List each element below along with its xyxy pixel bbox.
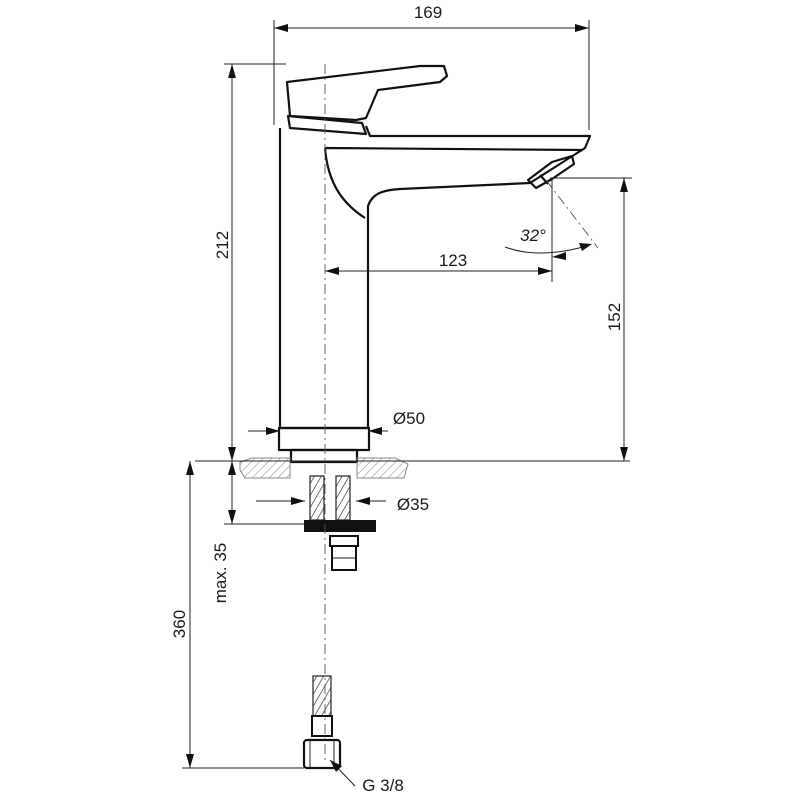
aerator-detail [539, 174, 549, 185]
arrow-169-right [575, 24, 589, 32]
mounting-assembly [302, 475, 376, 770]
label-123: 123 [439, 251, 467, 270]
arrow-max35-top [228, 461, 236, 475]
hose-fitting-top [311, 715, 333, 737]
arrow-360-bottom [186, 754, 194, 768]
arrow-35-right [356, 497, 370, 505]
base-flange [277, 426, 371, 452]
mounting-plate [304, 520, 376, 532]
arrow-169-left [274, 24, 288, 32]
label-diameter-50: Ø50 [393, 409, 425, 428]
arrow-50-left [266, 427, 280, 435]
label-152: 152 [605, 303, 624, 331]
arrow-50-right [368, 427, 382, 435]
base-ring [289, 448, 359, 464]
label-diameter-35: Ø35 [397, 495, 429, 514]
lever-collar [286, 114, 368, 136]
dimension-lines [182, 20, 632, 787]
arrow-angle-a [552, 252, 566, 260]
arrow-152-bottom [620, 447, 628, 461]
label-max-35: max. 35 [211, 543, 230, 603]
threaded-rod-left [309, 475, 325, 521]
dimension-labels: 169 212 123 152 32° Ø50 Ø35 max. 35 360 … [170, 3, 624, 795]
angle-arc [504, 244, 591, 254]
threaded-rod-right [335, 475, 351, 521]
hose-fitting-nut [302, 738, 342, 770]
lever-handle [285, 64, 449, 122]
faucet-outline [277, 64, 592, 464]
label-angle: 32° [520, 226, 546, 245]
arrow-212-bottom [228, 447, 236, 461]
label-169: 169 [414, 3, 442, 22]
arrow-212-top [228, 64, 236, 78]
arrow-max35-bottom [228, 510, 236, 524]
deck-right [356, 457, 409, 479]
spout-inner-curve [323, 146, 584, 219]
arrow-360-top [186, 461, 194, 475]
label-g38: G 3/8 [362, 776, 404, 795]
hose-braid [312, 675, 332, 717]
deck-left [239, 457, 291, 479]
arrow-angle-b [579, 243, 592, 251]
flow-axis [545, 179, 599, 249]
label-360: 360 [170, 610, 189, 638]
arrow-123-right [538, 267, 552, 275]
arrow-35-left [291, 497, 305, 505]
deck-section [195, 457, 630, 479]
aerator [526, 154, 576, 190]
arrow-123-left [325, 267, 339, 275]
arrow-g38 [330, 760, 342, 772]
faucet-column [278, 125, 592, 430]
arrow-152-top [620, 178, 628, 192]
label-212: 212 [213, 231, 232, 259]
nut-upper [329, 535, 359, 547]
